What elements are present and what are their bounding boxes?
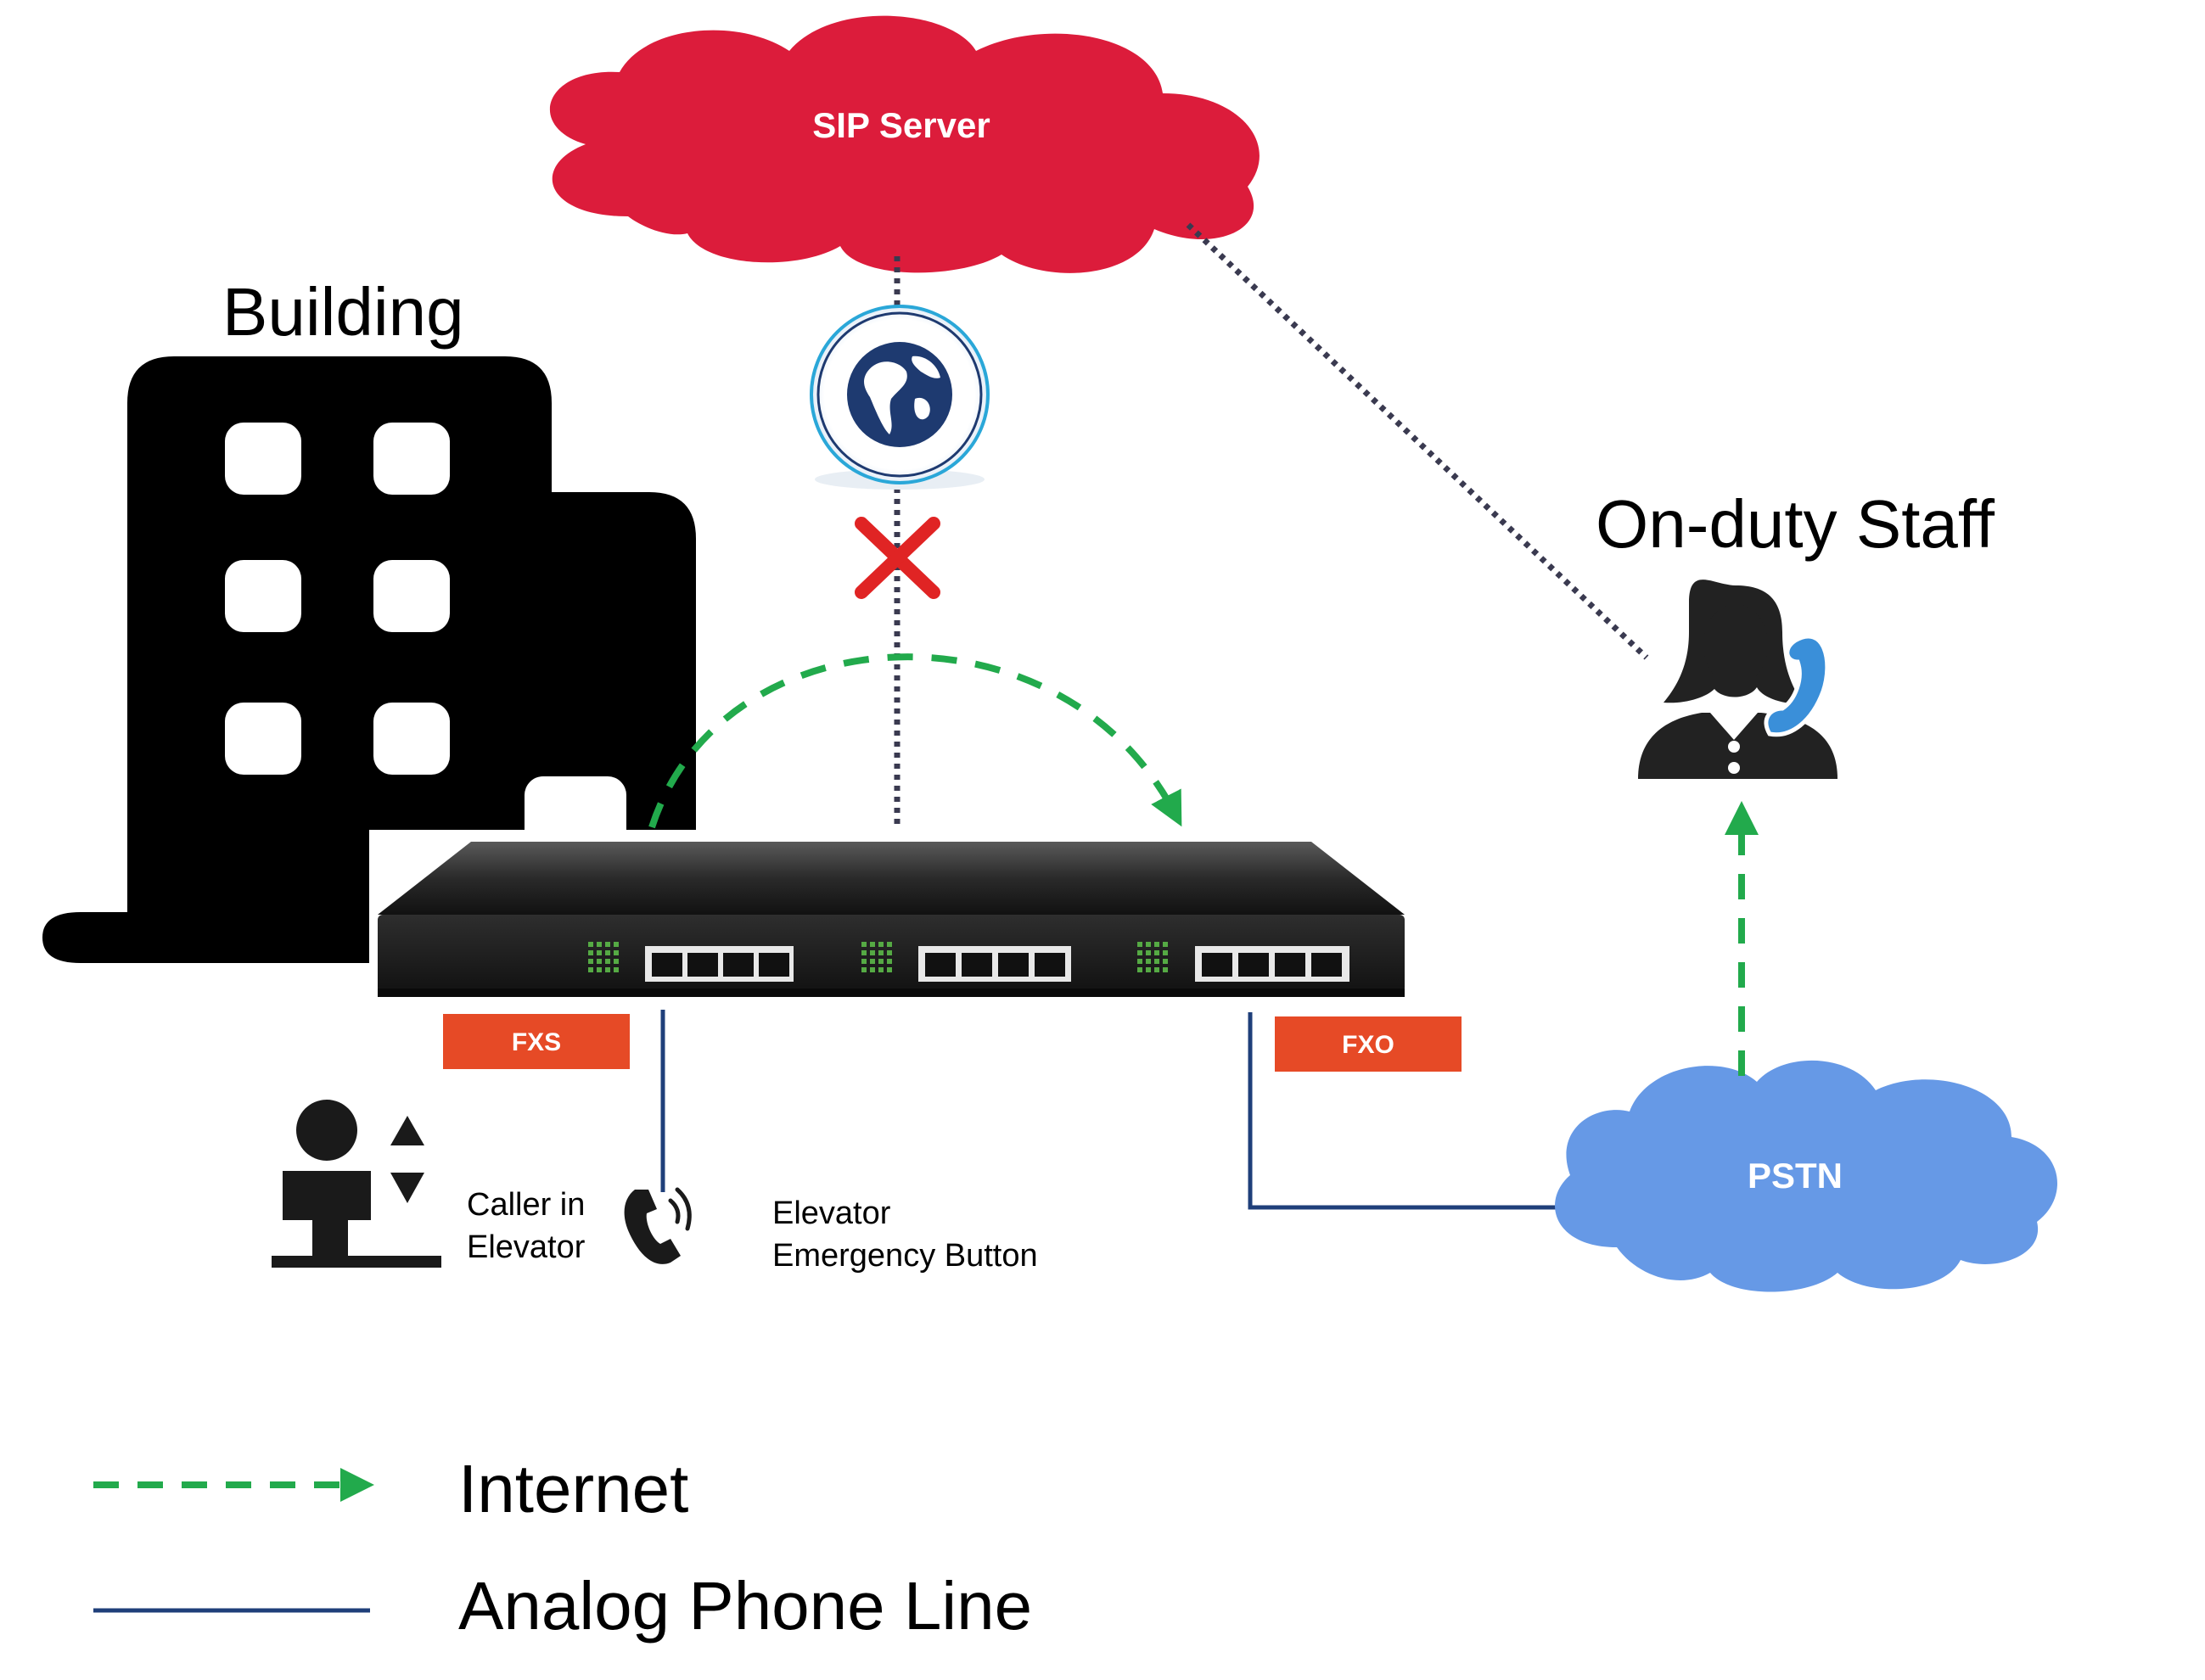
fxo-label-text: FXO — [1342, 1031, 1394, 1059]
caller-label-line1: Caller in — [467, 1187, 585, 1223]
port-bank-1 — [645, 946, 794, 982]
on-duty-staff-label: On-duty Staff — [1596, 486, 1995, 562]
phone-ringing-icon — [624, 1187, 692, 1264]
caller-label-line2: Elevator — [467, 1229, 586, 1265]
sip-server-cloud: SIP Server — [549, 15, 1260, 273]
legend-analog-label: Analog Phone Line — [458, 1568, 1032, 1644]
port-bank-2 — [918, 946, 1071, 982]
port-bank-3 — [1195, 946, 1349, 982]
button-label-line2: Emergency Button — [772, 1238, 1038, 1274]
fxs-port-label: FXS — [443, 1014, 630, 1069]
globe-icon — [810, 305, 990, 490]
analog-line-fxo — [1248, 1012, 1557, 1210]
sip-server-label: SIP Server — [812, 105, 990, 145]
led-grid-3 — [1137, 942, 1168, 972]
legend: Internet Analog Phone Line — [93, 1451, 1032, 1644]
building-label: Building — [222, 274, 464, 350]
legend-internet-label: Internet — [458, 1451, 688, 1526]
pstn-cloud: PSTN — [1555, 1060, 2057, 1292]
x-mark-icon — [855, 517, 940, 599]
pstn-label: PSTN — [1748, 1156, 1843, 1196]
voip-gateway-device — [369, 830, 1409, 1000]
elevator-passenger-icon — [272, 1100, 441, 1268]
sip-to-staff-dotted — [1186, 222, 1649, 660]
internet-arc-arrow — [648, 653, 1182, 829]
button-label-line1: Elevator — [772, 1196, 891, 1231]
led-grid-1 — [588, 942, 619, 972]
led-grid-2 — [861, 942, 892, 972]
fxs-label-text: FXS — [512, 1028, 561, 1056]
building-icon — [42, 356, 696, 963]
fxo-port-label: FXO — [1275, 1016, 1462, 1072]
operator-headset-icon — [1638, 580, 1838, 779]
